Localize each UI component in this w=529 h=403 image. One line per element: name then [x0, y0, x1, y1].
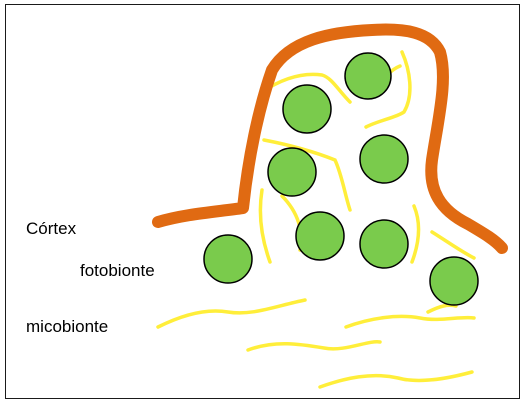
- photobiont-cell: [204, 235, 252, 283]
- photobiont-cell: [345, 53, 391, 99]
- hypha: [412, 206, 418, 262]
- hypha: [320, 372, 472, 387]
- photobiont-cell: [360, 135, 408, 183]
- hypha: [432, 232, 474, 258]
- hypha: [158, 300, 305, 327]
- photobiont-cell: [360, 220, 408, 268]
- mycobiont-label: micobionte: [26, 317, 108, 337]
- photobiont-cell: [283, 85, 331, 133]
- photobiont-cell: [430, 257, 478, 305]
- hypha: [428, 305, 456, 312]
- photobiont-label: fotobionte: [80, 261, 155, 281]
- hypha: [260, 190, 270, 262]
- hypha: [346, 316, 474, 327]
- cortex-label: Córtex: [26, 219, 76, 239]
- photobiont-cell: [296, 212, 344, 260]
- hypha: [248, 342, 380, 350]
- photobiont-cell: [268, 148, 316, 196]
